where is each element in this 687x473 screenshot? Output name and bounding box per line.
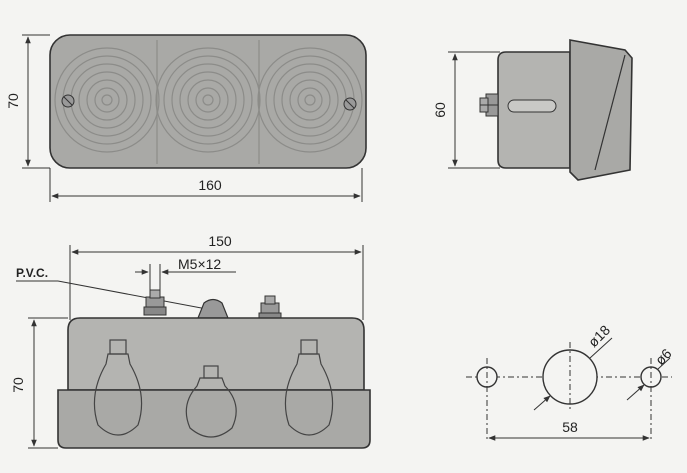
bottom-housing: [67, 317, 365, 391]
small-hole-label: ø6: [652, 345, 675, 368]
lens-section-left: [54, 47, 160, 153]
bulb-icon-center: [185, 365, 237, 438]
front-width-label: 160: [198, 177, 222, 193]
bolt-stud-right: [258, 295, 282, 320]
bulb-icon-right: [284, 339, 334, 436]
lens-rings: [54, 40, 363, 164]
side-height-label: 60: [432, 102, 448, 118]
side-connector: [479, 93, 499, 117]
material-label: P.V.C.: [16, 266, 48, 280]
bottom-width-label: 150: [208, 233, 232, 249]
side-lens: [569, 39, 633, 181]
mounting-hole-pattern: ø18 ø6 58: [466, 322, 675, 442]
lens-section-center: [155, 47, 261, 153]
front-height-label: 70: [5, 93, 21, 109]
lamp-lens-body: [49, 34, 367, 169]
front-view: 70 160: [5, 34, 367, 202]
pvc-grommet: [197, 298, 229, 319]
large-hole-label: ø18: [585, 322, 614, 351]
bulb-icon-left: [93, 339, 143, 436]
bottom-view: 150 M5×12 P.V.C.: [10, 233, 371, 449]
bottom-height-label: 70: [10, 377, 26, 393]
bottom-lens: [57, 389, 371, 449]
side-view: 60: [432, 39, 633, 181]
bolt-size-label: M5×12: [178, 256, 221, 272]
bolt-stud-left: [143, 289, 167, 316]
hole-spacing-label: 58: [562, 419, 578, 435]
side-slot: [507, 99, 557, 113]
